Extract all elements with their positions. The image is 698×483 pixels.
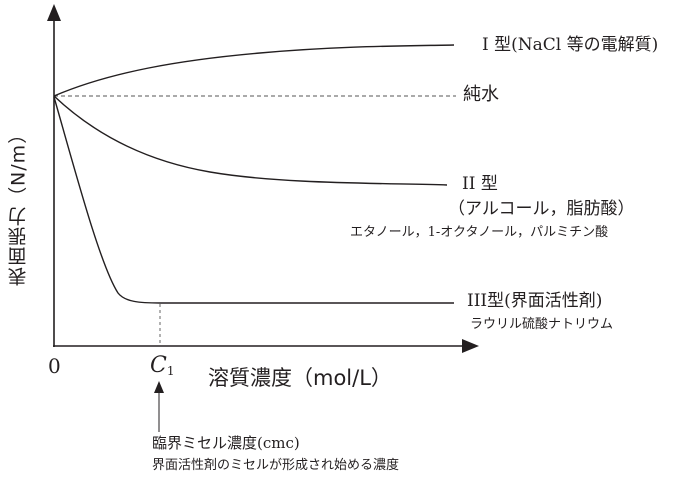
type3-curve	[53, 96, 454, 304]
type2-examples-label: エタノール，1-オクタノール，パルミチン酸	[350, 225, 609, 240]
cmc-title: 臨界ミセル濃度(cmc)	[152, 434, 300, 452]
type1-curve	[53, 44, 455, 97]
c1-label-subscript: 1	[166, 364, 175, 378]
type2-curve	[53, 95, 448, 186]
cmc-description: 界面活性剤のミセルが形成され始める濃度	[152, 458, 400, 473]
type2-category-label: （アルコール，脂肪酸）	[448, 199, 635, 219]
type1-label: I 型(NaCl 等の電解質)	[482, 35, 659, 55]
y-axis-label: 表面張力（N/m）	[7, 123, 30, 287]
water-label: 純水	[463, 84, 499, 105]
type2-label: II 型	[462, 174, 498, 194]
c1-label: C1	[150, 353, 175, 378]
type3-label: III型(界面活性剤)	[467, 291, 603, 311]
x-origin-label: 0	[48, 354, 61, 378]
y-axis-arrow-icon	[47, 4, 61, 21]
x-axis-label: 溶質濃度（mol/L）	[208, 366, 392, 390]
c1-label-main: C	[150, 353, 167, 378]
type3-example-label: ラウリル硫酸ナトリウム	[470, 317, 614, 332]
cmc-pointer-arrow-icon	[154, 381, 164, 393]
x-axis-arrow-icon	[462, 339, 479, 353]
